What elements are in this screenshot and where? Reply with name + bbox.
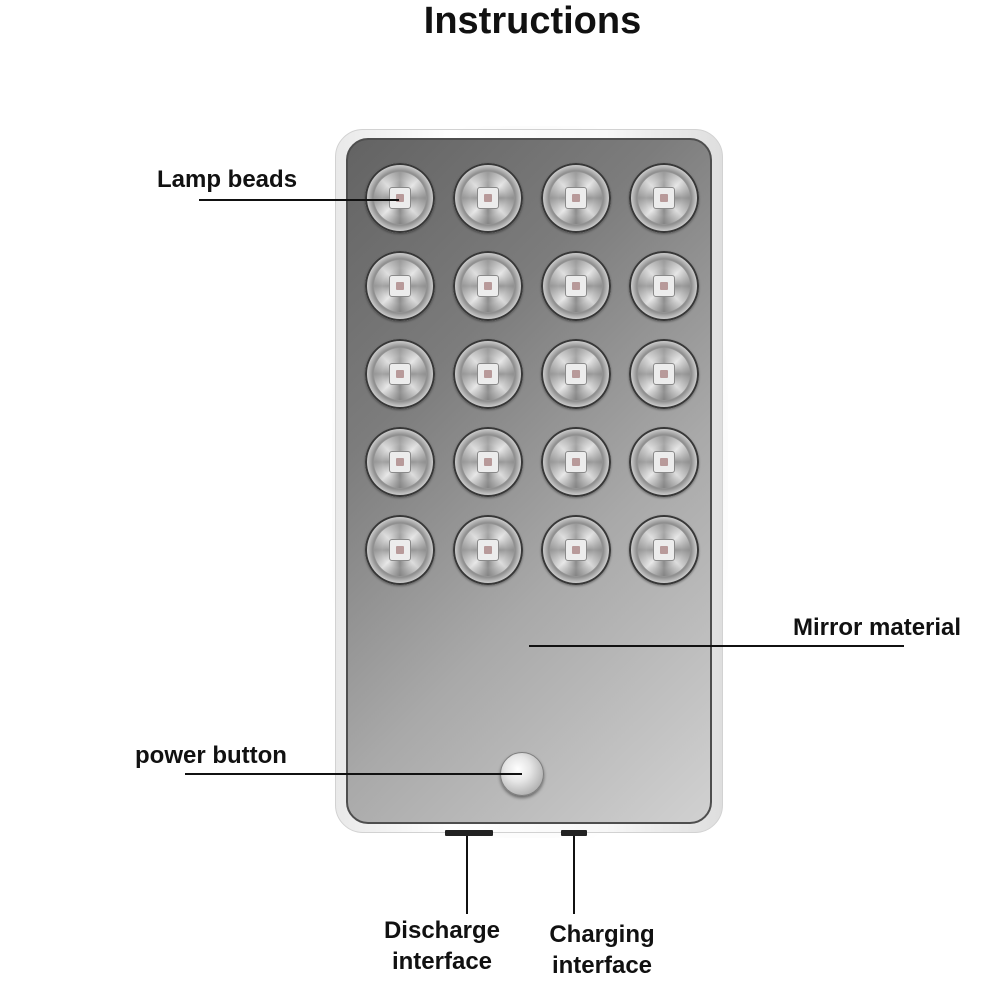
discharge-leader-line [466, 836, 468, 914]
led-chip [653, 539, 675, 561]
lamp-bead [365, 163, 435, 233]
led-chip [565, 363, 587, 385]
lamp-bead [453, 163, 523, 233]
led-chip [477, 275, 499, 297]
lamp-bead [541, 163, 611, 233]
charging-interface-label: Charging interface [532, 921, 672, 980]
led-chip [477, 363, 499, 385]
lamp-bead [541, 427, 611, 497]
lamp-bead [629, 427, 699, 497]
lamp-bead [365, 427, 435, 497]
lamp-bead [629, 339, 699, 409]
lamp-bead [541, 515, 611, 585]
discharge-interface-label: Discharge interface [372, 917, 512, 976]
page-title: Instructions [423, 0, 642, 42]
lamp-bead [453, 515, 523, 585]
lamp-bead [453, 251, 523, 321]
mirror-material-label: Mirror material [793, 614, 962, 641]
led-chip [477, 451, 499, 473]
led-chip [389, 275, 411, 297]
power-button-leader-line [185, 773, 522, 775]
charging-port [561, 830, 587, 836]
led-chip [389, 539, 411, 561]
lamp-bead [629, 251, 699, 321]
led-chip [653, 187, 675, 209]
discharge-label-line-2: interface [391, 948, 493, 976]
charging-label-line-1: Charging [549, 921, 655, 948]
lamp-bead [541, 339, 611, 409]
led-chip [477, 187, 499, 209]
lamp-bead [365, 339, 435, 409]
led-chip [565, 275, 587, 297]
charging-label-line-2: interface [551, 952, 653, 980]
led-chip [653, 275, 675, 297]
led-chip [565, 187, 587, 209]
lamp-bead [629, 515, 699, 585]
lamp-bead-grid [365, 163, 699, 585]
power-button-label: power button [135, 742, 287, 769]
led-chip [389, 187, 411, 209]
charging-leader-line [573, 836, 575, 914]
lamp-bead [365, 515, 435, 585]
mirror-material-leader-line [529, 645, 904, 647]
lamp-bead [453, 339, 523, 409]
lamp-bead [629, 163, 699, 233]
lamp-bead [541, 251, 611, 321]
lamp-beads-leader-line [199, 199, 399, 201]
lamp-bead [453, 427, 523, 497]
lamp-bead [365, 251, 435, 321]
discharge-label-line-1: Discharge [383, 917, 501, 944]
lamp-beads-label: Lamp beads [157, 166, 298, 193]
led-chip [565, 451, 587, 473]
discharge-port [445, 830, 493, 836]
led-chip [653, 363, 675, 385]
led-chip [653, 451, 675, 473]
led-chip [565, 539, 587, 561]
led-chip [389, 363, 411, 385]
led-chip [389, 451, 411, 473]
led-chip [477, 539, 499, 561]
